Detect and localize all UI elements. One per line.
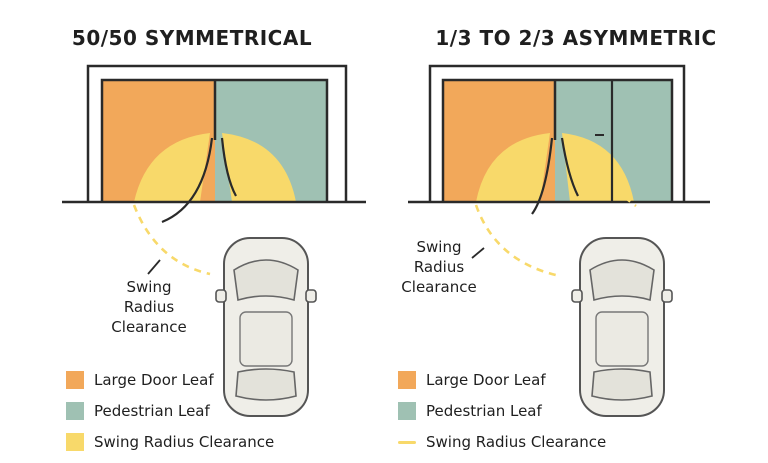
legend-item-swing-clearance: Swing Radius Clearance [398, 432, 606, 452]
callout-line: Radius [123, 298, 175, 316]
swing-path-right [560, 137, 579, 197]
clearance-dashed-arc [132, 204, 211, 276]
callout-line: Swing [416, 238, 462, 256]
swing-path-left [531, 137, 554, 215]
swing-arc-left [134, 133, 210, 202]
swing-radius-callout: Swing Radius Clearance [394, 237, 484, 297]
swing-clearance-line-swatch [398, 440, 416, 444]
swing-arc-left [476, 133, 550, 202]
clearance-dashed-arc-right [615, 189, 637, 208]
clearance-dashed-arc [474, 204, 561, 278]
legend-item-large-leaf: Large Door Leaf [66, 370, 274, 390]
door-frame [428, 64, 686, 202]
door-frame [86, 64, 348, 202]
asymmetric-door-diagram [408, 64, 710, 417]
legend-item-pedestrian-leaf: Pedestrian Leaf [398, 401, 606, 421]
swing-arc-right [562, 133, 634, 202]
legend-item-pedestrian-leaf: Pedestrian Leaf [66, 401, 274, 421]
symmetrical-panel: 50/50 SYMMETRICAL Swing [0, 0, 384, 461]
door-opening [441, 78, 674, 202]
car-top-view [215, 237, 317, 417]
callout-line: Clearance [111, 318, 187, 336]
swing-path-left [161, 137, 214, 224]
legend-label: Large Door Leaf [426, 371, 546, 389]
symmetrical-door-diagram [62, 64, 366, 417]
swing-clearance-swatch [66, 433, 84, 451]
legend: Large Door Leaf Pedestrian Leaf Swing Ra… [66, 370, 274, 463]
pedestrian-leaf-swatch [66, 402, 84, 420]
large-leaf-swatch [66, 371, 84, 389]
legend-label: Swing Radius Clearance [426, 433, 607, 451]
legend-label: Swing Radius Clearance [94, 433, 275, 451]
pedestrian-leaf-swatch [398, 402, 416, 420]
car-top-view [571, 237, 673, 417]
swing-path-right [220, 137, 237, 197]
legend-label: Pedestrian Leaf [94, 402, 210, 420]
callout-pointer [471, 247, 485, 259]
asymmetric-panel: 1/3 TO 2/3 ASYMMETRIC Swing Radius Clear… [384, 0, 768, 461]
legend-label: Pedestrian Leaf [426, 402, 542, 420]
legend-label: Large Door Leaf [94, 371, 214, 389]
large-leaf-swatch [398, 371, 416, 389]
legend: Large Door Leaf Pedestrian Leaf Swing Ra… [398, 370, 606, 463]
swing-arc-right [222, 133, 296, 202]
panel-title: 50/50 SYMMETRICAL [71, 26, 313, 50]
callout-line: Radius [413, 258, 465, 276]
panel-title: 1/3 TO 2/3 ASYMMETRIC [435, 26, 717, 50]
legend-item-large-leaf: Large Door Leaf [398, 370, 606, 390]
legend-item-swing-clearance: Swing Radius Clearance [66, 432, 274, 452]
swing-radius-callout: Swing Radius Clearance [104, 277, 194, 337]
callout-pointer [147, 259, 161, 275]
callout-line: Swing [126, 278, 172, 296]
callout-line: Clearance [401, 278, 477, 296]
